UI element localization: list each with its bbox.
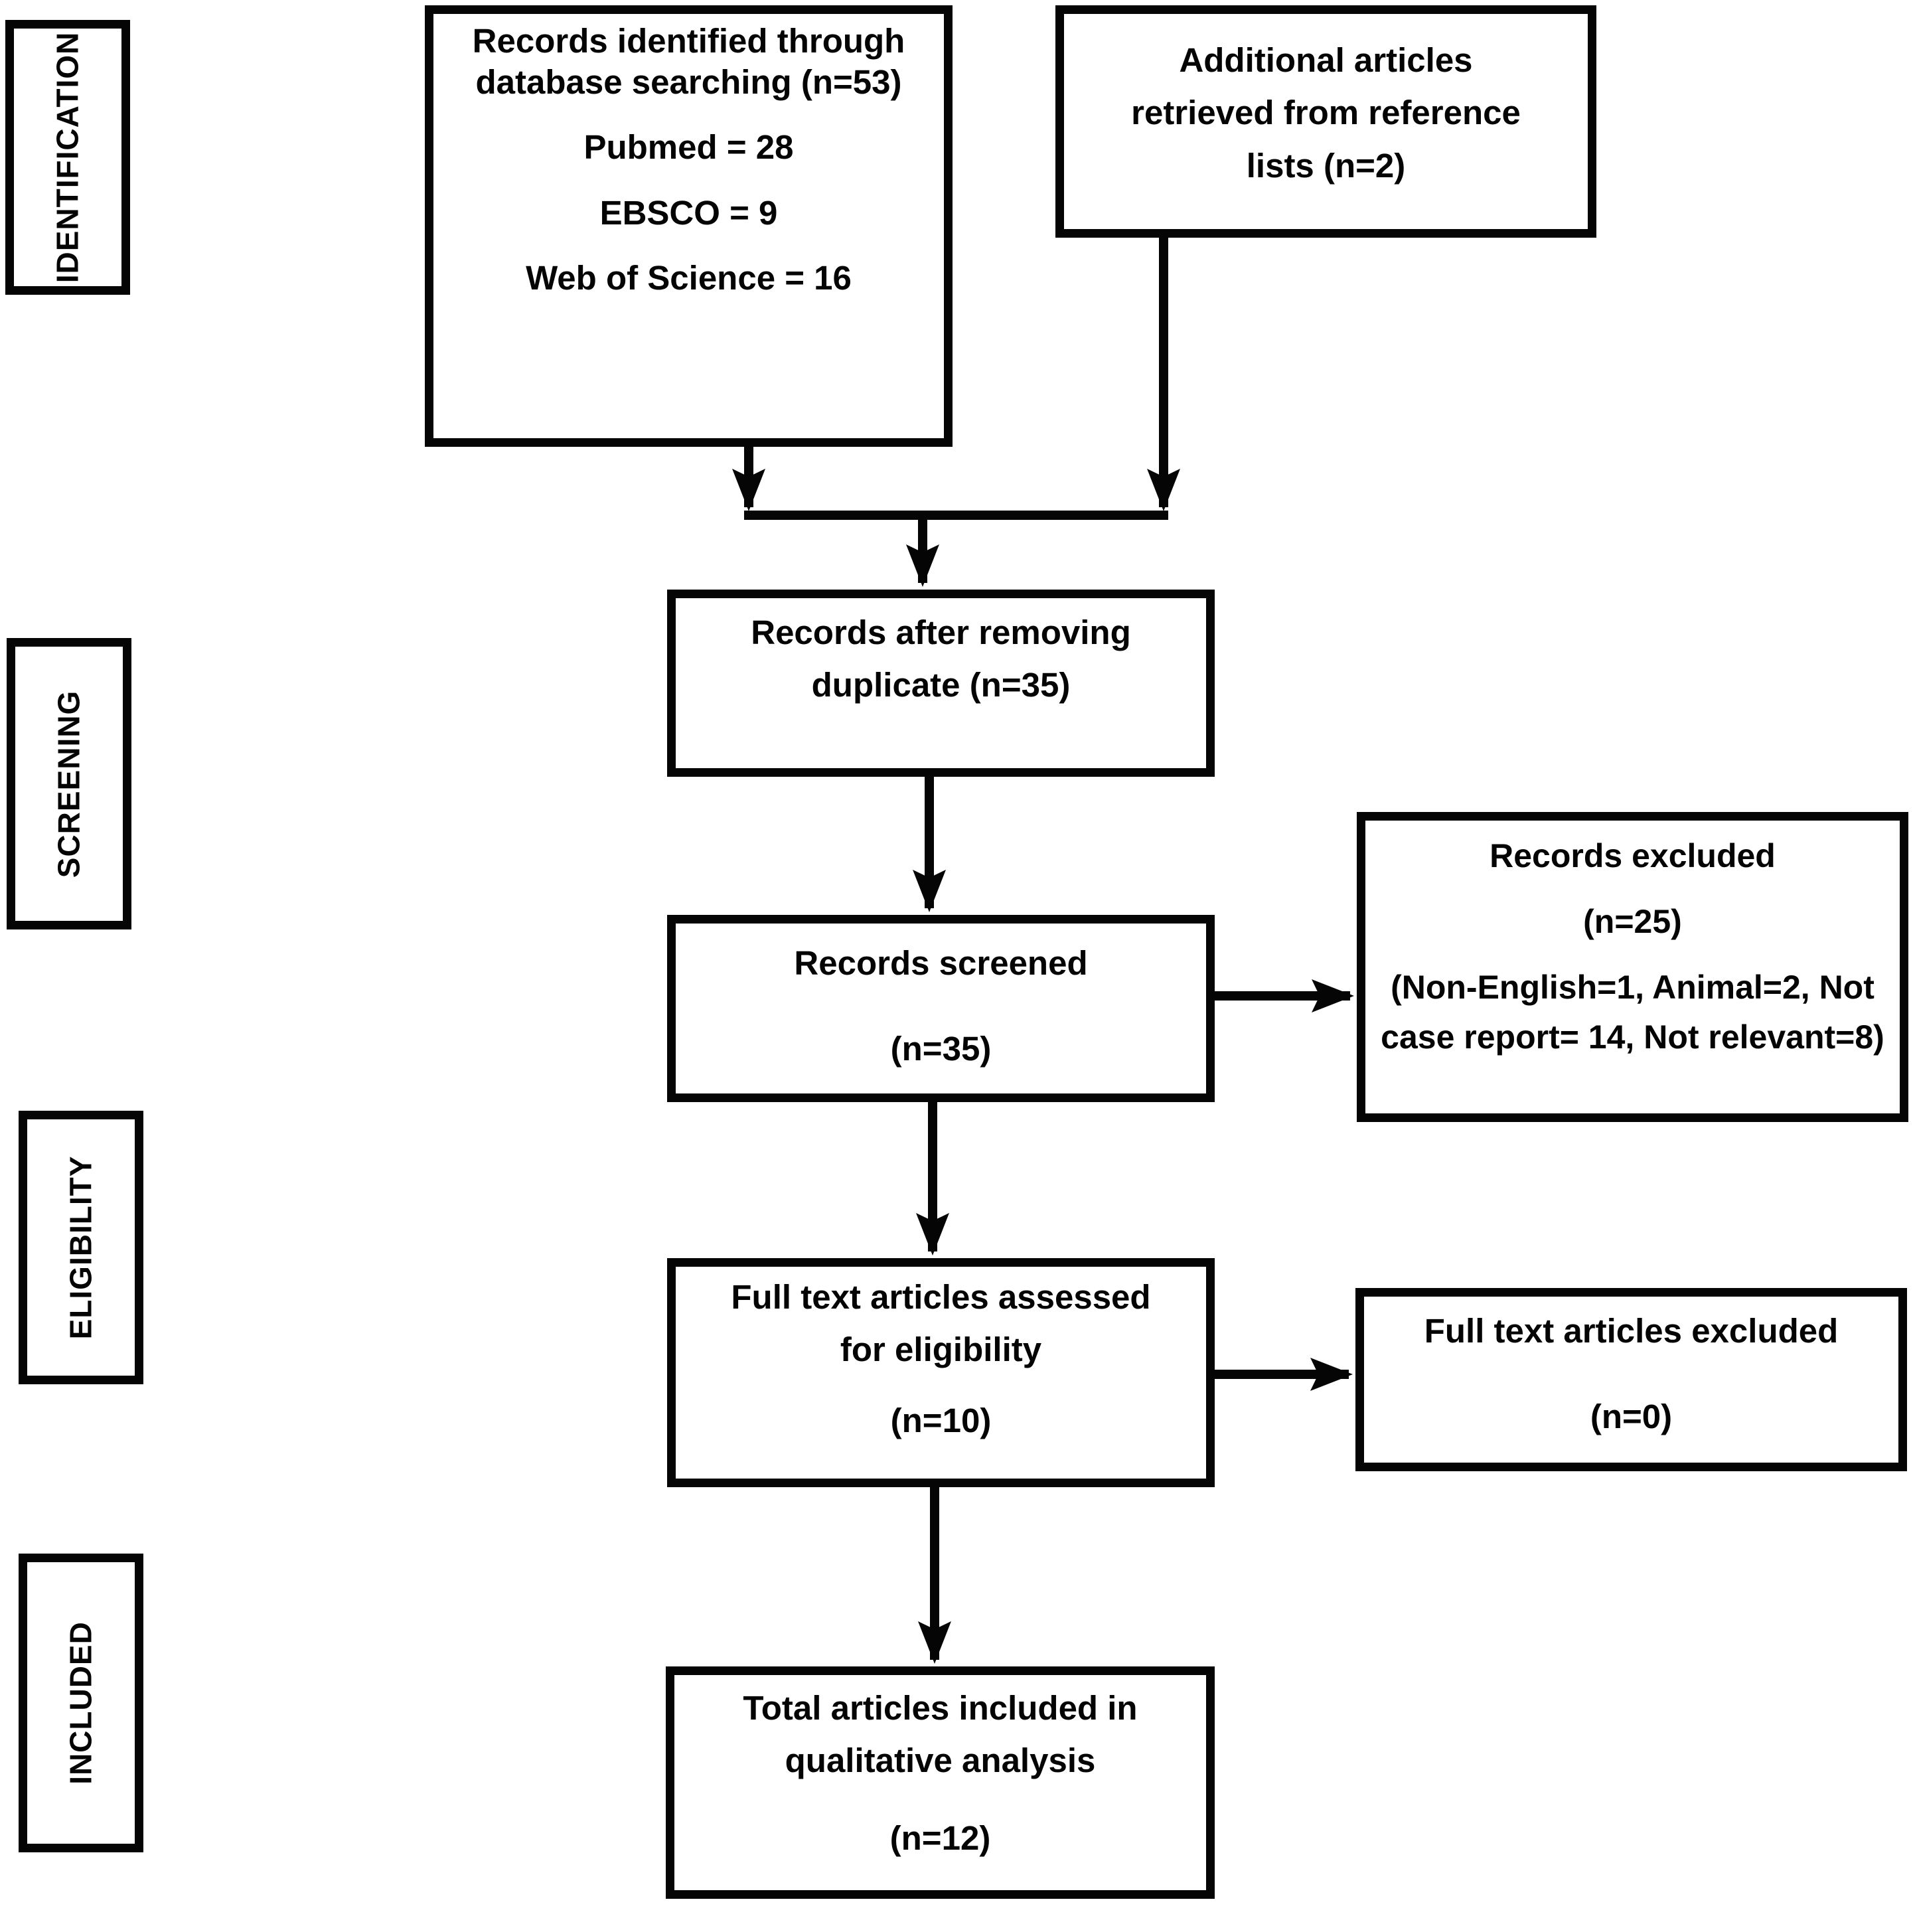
stage-label-screening: SCREENING — [51, 690, 86, 878]
stage-box-screening: SCREENING — [7, 638, 131, 929]
records-screened-title: Records screened — [794, 944, 1088, 982]
fulltext-assessed-title-line: for eligibility — [840, 1330, 1042, 1369]
fulltext-excluded-count: (n=0) — [1590, 1398, 1673, 1436]
stage-label-identification: IDENTIFICATION — [50, 31, 85, 283]
additional-articles-line: Additional articles — [1179, 41, 1473, 80]
stage-box-included: INCLUDED — [19, 1554, 143, 1852]
records-identified-title-line: database searching (n=53) — [475, 63, 902, 102]
fulltext-assessed-title-line: Full text articles assessed — [731, 1278, 1151, 1316]
box-records-identified: Records identified through database sear… — [425, 5, 953, 447]
fulltext-excluded-title: Full text articles excluded — [1424, 1312, 1839, 1350]
source-count-ebsco: EBSCO = 9 — [599, 193, 778, 232]
stage-box-identification: IDENTIFICATION — [5, 20, 130, 295]
box-records-excluded: Records excluded (n=25) (Non-English=1, … — [1357, 812, 1908, 1122]
dedup-line: duplicate (n=35) — [811, 666, 1071, 704]
total-included-title-line: qualitative analysis — [785, 1741, 1096, 1780]
box-records-screened: Records screened (n=35) — [667, 915, 1215, 1102]
records-screened-count: (n=35) — [890, 1030, 992, 1068]
box-additional-articles: Additional articles retrieved from refer… — [1055, 5, 1596, 238]
box-records-after-dedup: Records after removing duplicate (n=35) — [667, 590, 1215, 777]
source-count-pubmed: Pubmed = 28 — [583, 128, 794, 167]
records-identified-title-line: Records identified through — [472, 22, 905, 60]
fulltext-assessed-count: (n=10) — [890, 1402, 992, 1440]
records-excluded-reasons: (Non-English=1, Animal=2, Not case repor… — [1381, 969, 1884, 1056]
total-included-count: (n=12) — [889, 1819, 991, 1858]
records-excluded-count: (n=25) — [1583, 903, 1682, 940]
total-included-title-line: Total articles included in — [743, 1689, 1138, 1727]
records-excluded-title: Records excluded — [1490, 837, 1776, 874]
dedup-line: Records after removing — [751, 613, 1131, 651]
stage-label-eligibility: ELIGIBILITY — [63, 1155, 98, 1340]
stage-box-eligibility: ELIGIBILITY — [19, 1111, 143, 1384]
box-total-included: Total articles included in qualitative a… — [666, 1666, 1215, 1899]
additional-articles-line: lists (n=2) — [1246, 146, 1406, 185]
additional-articles-line: retrieved from reference — [1131, 94, 1521, 132]
stage-label-included: INCLUDED — [63, 1621, 98, 1785]
box-fulltext-excluded: Full text articles excluded (n=0) — [1355, 1288, 1907, 1471]
box-fulltext-assessed: Full text articles assessed for eligibil… — [667, 1258, 1215, 1487]
source-count-web-of-science: Web of Science = 16 — [526, 258, 852, 297]
